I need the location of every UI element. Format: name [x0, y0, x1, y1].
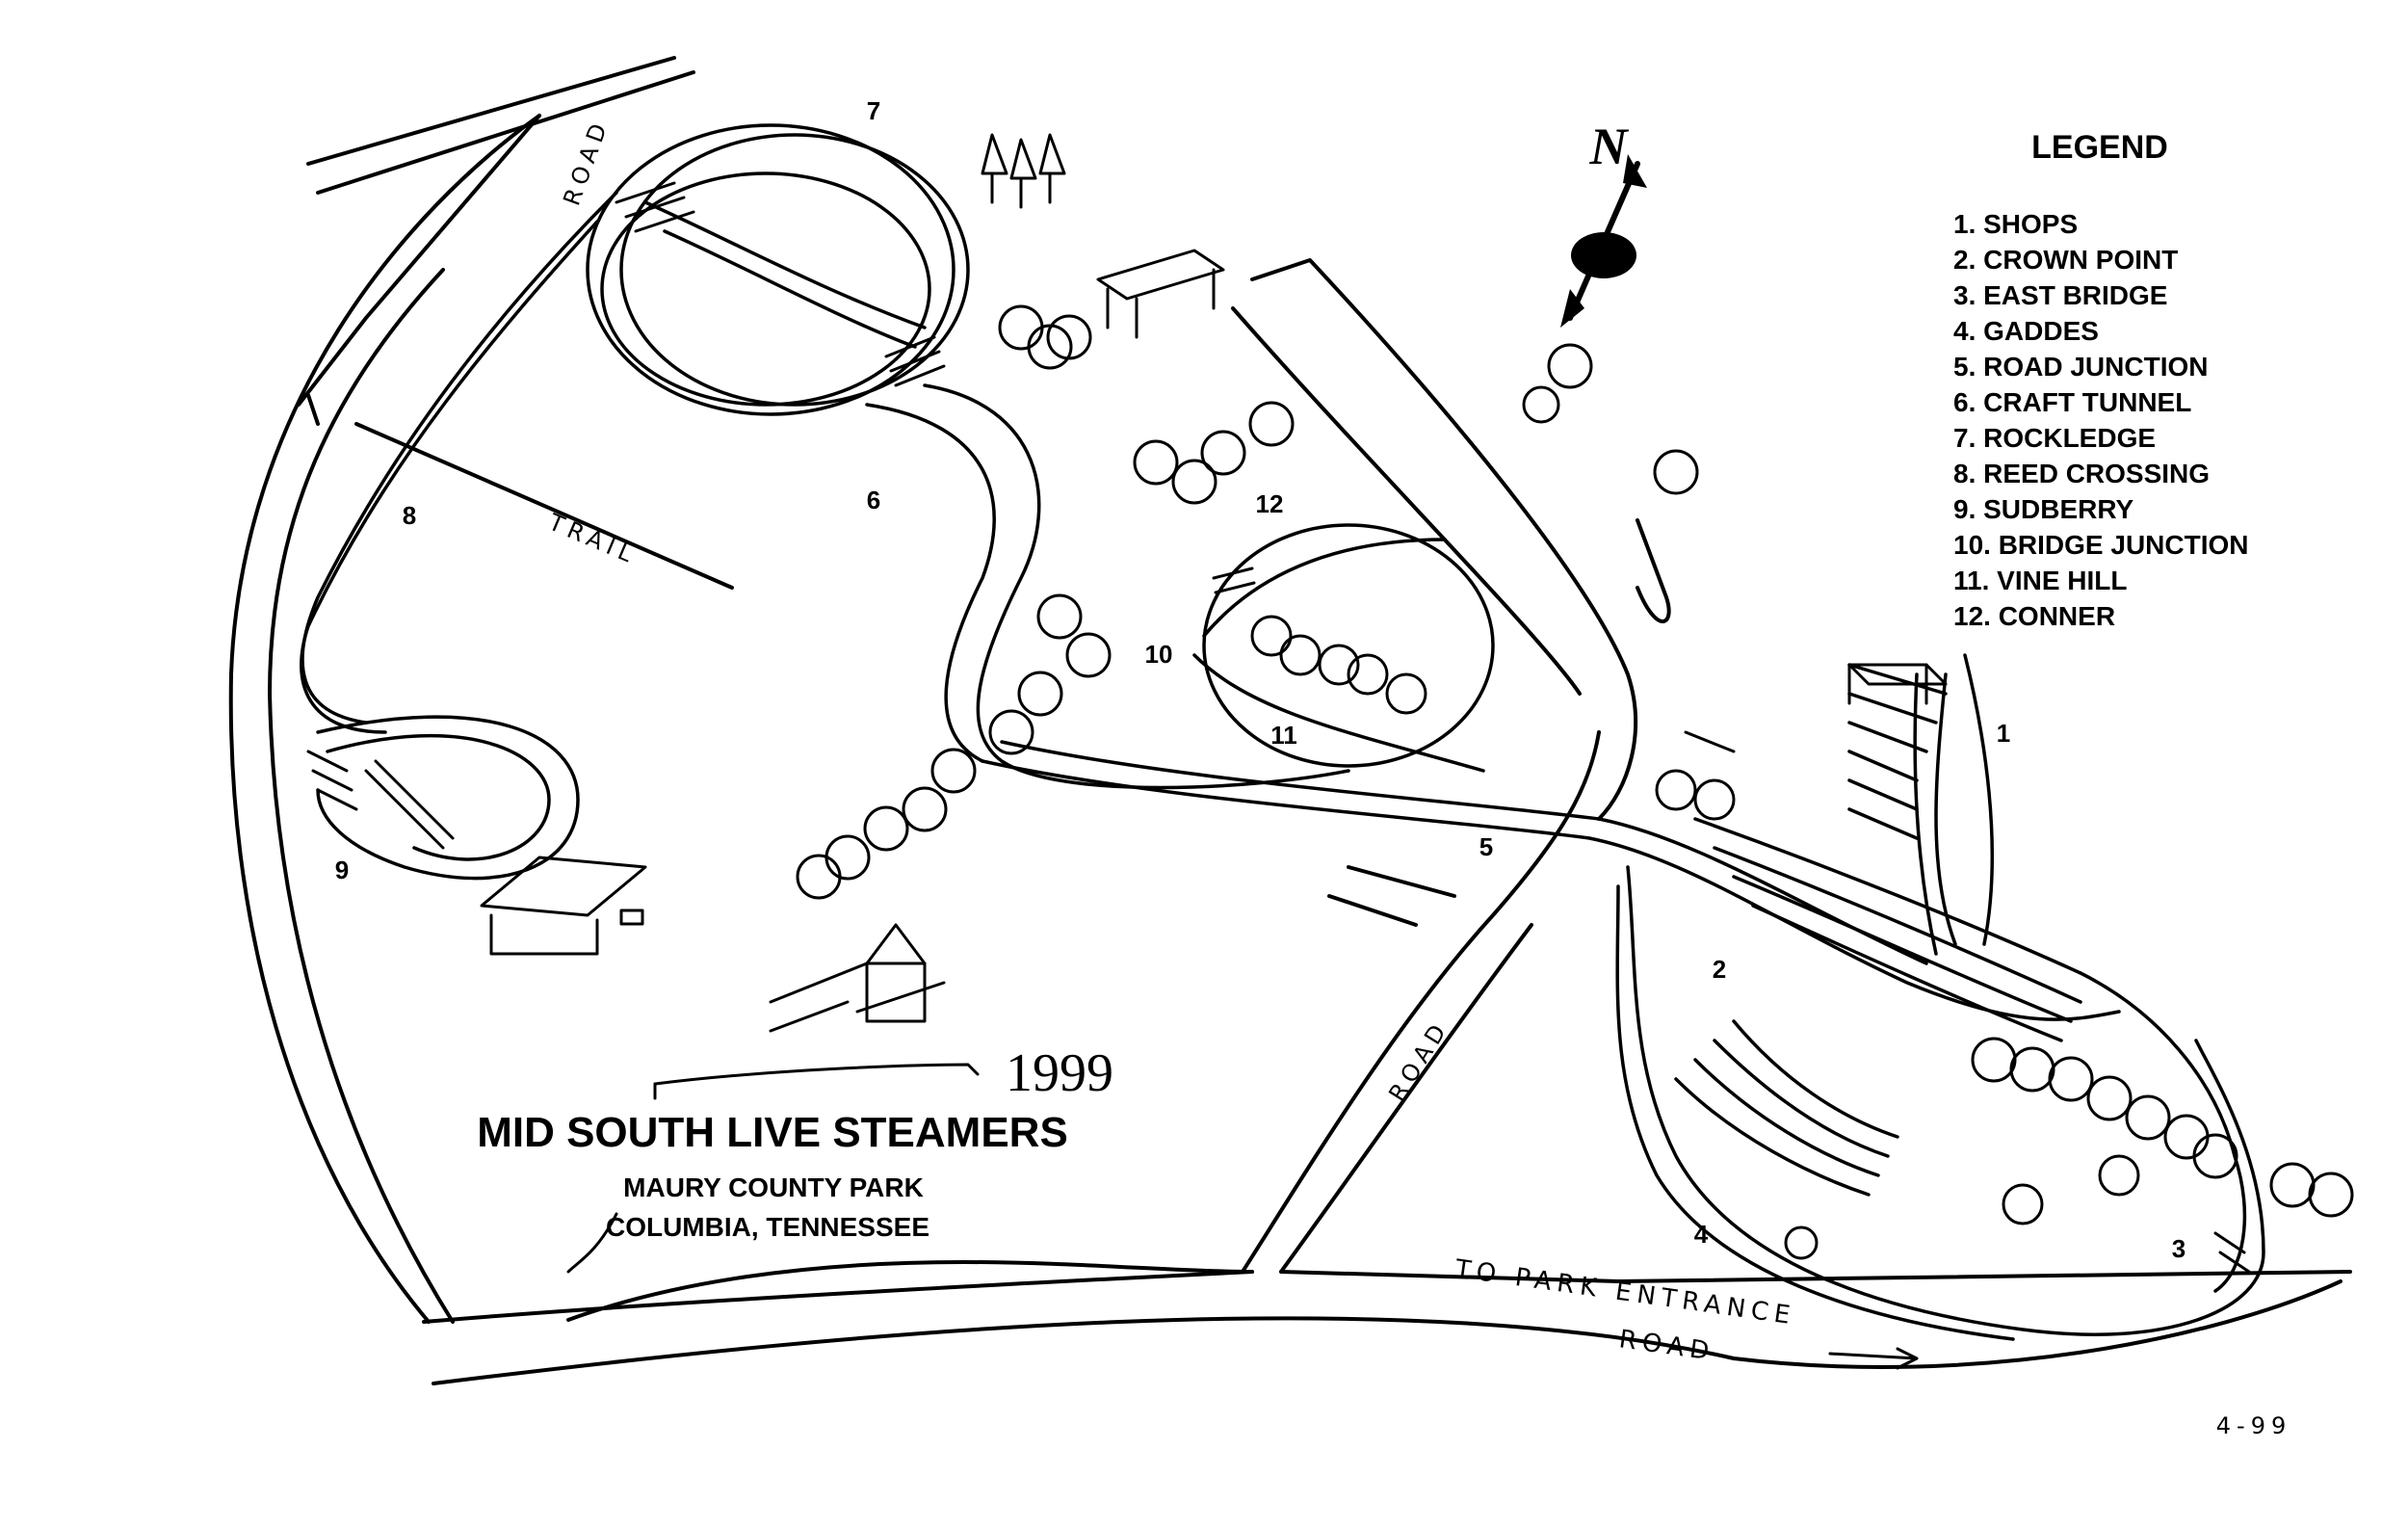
location-markers: 1 2 3 4 5 6 7 8 9 10 11 12 — [335, 96, 2186, 1263]
railroad-track — [300, 123, 2265, 1341]
legend-item: 6. CRAFT TUNNEL — [1953, 387, 2191, 417]
marker-9: 9 — [335, 856, 349, 884]
year: 1999 — [1006, 1043, 1113, 1103]
legend-item: 3. EAST BRIDGE — [1953, 280, 2167, 310]
legend-item: 10. BRIDGE JUNCTION — [1953, 530, 2249, 560]
city-name: COLUMBIA, TENNESSEE — [606, 1212, 929, 1242]
legend: LEGEND 1. SHOPS 2. CROWN POINT 3. EAST B… — [1953, 129, 2249, 631]
legend-item: 8. REED CROSSING — [1953, 459, 2210, 488]
date-stamp: 4-99 — [2216, 1412, 2291, 1439]
park-name: MAURY COUNTY PARK — [623, 1172, 924, 1202]
legend-item: 4. GADDES — [1953, 316, 2099, 346]
trees — [796, 133, 2354, 1260]
legend-item: 11. VINE HILL — [1953, 566, 2128, 595]
buildings — [480, 249, 1948, 1033]
marker-7: 7 — [867, 96, 880, 125]
title-block: 1999 MID SOUTH LIVE STEAMERS MAURY COUNT… — [477, 1043, 1113, 1274]
legend-item: 1. SHOPS — [1953, 209, 2078, 239]
compass-label: N — [1589, 118, 1630, 175]
marker-4: 4 — [1694, 1220, 1709, 1249]
marker-11: 11 — [1270, 721, 1297, 750]
legend-title: LEGEND — [2031, 129, 2168, 166]
marker-5: 5 — [1479, 832, 1493, 861]
legend-item: 7. ROCKLEDGE — [1953, 423, 2156, 453]
legend-item: 12. CONNER — [1953, 601, 2115, 631]
marker-8: 8 — [403, 501, 416, 530]
arrow-right-icon — [1828, 1347, 1919, 1370]
park-entrance-road-label: ROAD — [1617, 1325, 1716, 1367]
marker-6: 6 — [867, 486, 880, 514]
trail-label: TRAIL — [544, 508, 641, 569]
legend-item: 2. CROWN POINT — [1953, 245, 2178, 275]
marker-3: 3 — [2172, 1234, 2186, 1263]
marker-12: 12 — [1256, 489, 1284, 518]
map-title: MID SOUTH LIVE STEAMERS — [477, 1109, 1068, 1156]
marker-10: 10 — [1145, 640, 1173, 669]
legend-item: 9. SUDBERRY — [1953, 494, 2134, 524]
roads — [228, 56, 2352, 1385]
marker-1: 1 — [1997, 719, 2010, 748]
road-label-center: ROAD — [1383, 1015, 1454, 1107]
bridges — [306, 181, 2251, 1274]
road-label-upper-left: ROAD — [558, 115, 614, 209]
marker-2: 2 — [1713, 955, 1726, 984]
north-arrow-icon — [1560, 154, 1647, 328]
park-entrance-label: TO PARK ENTRANCE — [1453, 1254, 1797, 1330]
legend-item: 5. ROAD JUNCTION — [1953, 352, 2208, 382]
